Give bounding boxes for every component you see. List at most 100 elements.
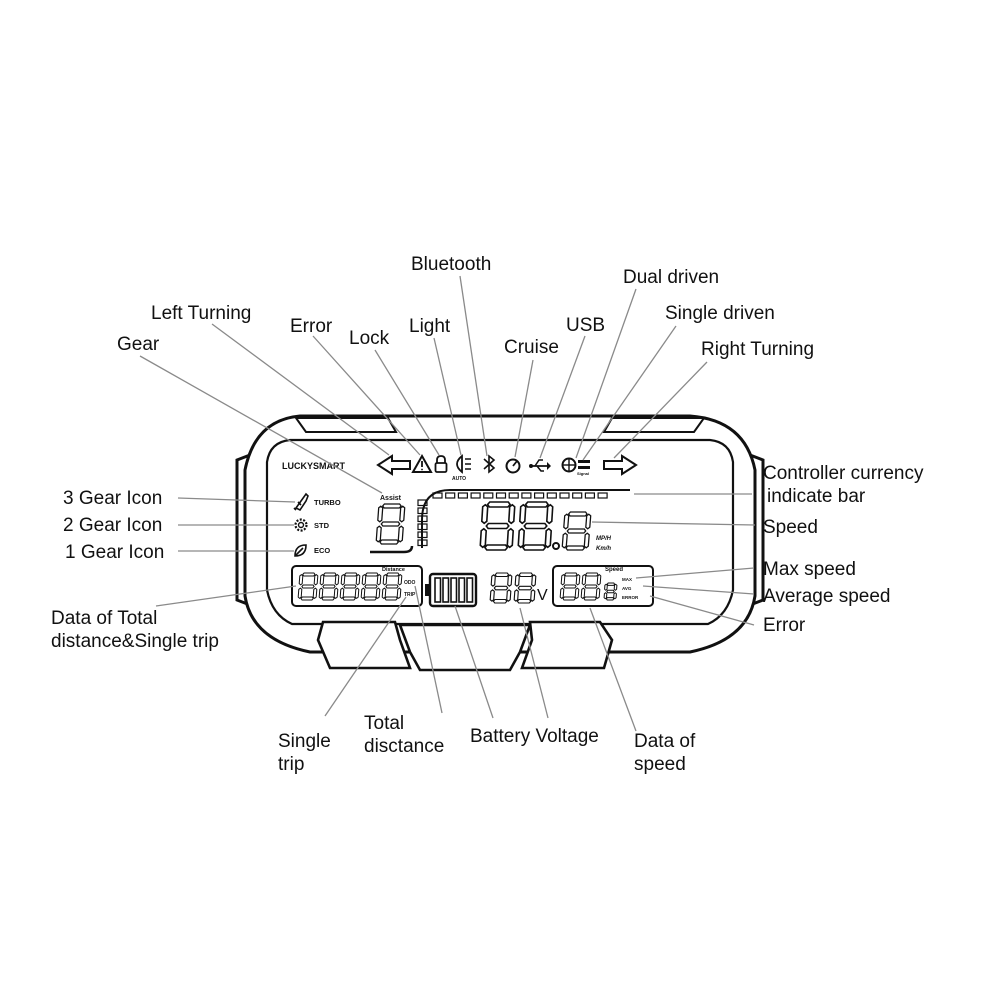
current-bar-segment xyxy=(572,492,583,499)
digit-segment xyxy=(563,513,570,530)
digit-segment xyxy=(513,589,519,602)
current-bar-segment xyxy=(417,523,428,531)
digit-segment xyxy=(563,584,577,589)
label-data-speed-2: speed xyxy=(634,754,686,775)
digit-segment xyxy=(319,573,325,586)
speed-digit-2 xyxy=(517,501,554,551)
digit-segment xyxy=(595,587,601,600)
digit-segment xyxy=(313,573,319,586)
digit-segment xyxy=(396,587,402,600)
assist-gear-digit xyxy=(375,503,406,545)
digit-segment xyxy=(361,573,367,586)
current-bar-segment xyxy=(417,531,428,539)
bluetooth-icon xyxy=(483,454,496,474)
label-total-dist-2: disctance xyxy=(364,736,444,757)
current-bar-segment xyxy=(597,492,608,499)
current-bar-segment xyxy=(508,492,519,499)
digit-segment xyxy=(340,573,346,586)
label-bluetooth: Bluetooth xyxy=(411,254,491,275)
gear-indicator-1: ECO xyxy=(294,544,330,557)
digit-segment xyxy=(523,522,548,530)
current-bar-segment xyxy=(417,515,428,523)
digit-segment xyxy=(575,573,581,586)
battery-icon xyxy=(425,572,478,608)
gear-indicator-3: TURBO xyxy=(293,492,341,512)
digit-segment xyxy=(514,574,520,587)
digit-segment xyxy=(312,587,318,600)
digit-segment xyxy=(318,587,324,600)
digit-segment xyxy=(376,573,382,586)
digit-segment xyxy=(489,589,495,602)
digit-segment xyxy=(343,584,357,589)
label-single-driven: Single driven xyxy=(665,303,775,324)
digit-segment xyxy=(363,596,377,601)
battery-cell xyxy=(458,577,466,603)
current-bar-segment xyxy=(495,492,507,499)
digit-segment xyxy=(384,596,398,601)
odometer-digit-3 xyxy=(339,572,361,601)
digit-segment xyxy=(492,598,508,604)
digit-segment xyxy=(333,587,339,600)
label-single-trip-1: Single xyxy=(278,731,331,752)
digit-segment xyxy=(530,589,536,602)
digit-segment xyxy=(506,589,512,602)
digit-segment xyxy=(583,596,597,601)
battery-cell xyxy=(466,577,474,603)
callout-labels: Bluetooth Dual driven Left Turning Singl… xyxy=(51,254,924,775)
digit-segment xyxy=(354,587,360,600)
gear-label-std: STD xyxy=(314,521,330,530)
odometer-digit-5 xyxy=(381,572,403,601)
digit-segment xyxy=(377,505,384,523)
leader-lines xyxy=(139,275,756,732)
label-data-total-1: Data of Total xyxy=(51,608,157,629)
label-usb: USB xyxy=(566,315,605,336)
label-speed: Speed xyxy=(763,517,818,538)
battery-cell xyxy=(450,577,458,603)
digit-segment xyxy=(381,503,402,509)
digit-segment xyxy=(559,587,565,600)
digit-segment xyxy=(483,544,509,551)
label-left-turning: Left Turning xyxy=(151,303,251,324)
dual-drive-icon xyxy=(561,457,577,473)
digit-segment xyxy=(521,544,547,551)
gear-indicator-2: STD xyxy=(294,518,330,532)
digit-segment xyxy=(379,539,400,545)
digit-segment xyxy=(524,501,550,508)
digit-segment xyxy=(584,584,598,589)
digit-segment xyxy=(399,505,406,523)
digit-segment xyxy=(596,573,602,586)
current-bar-segment xyxy=(584,492,596,499)
digit-segment xyxy=(298,573,304,586)
label-controller-2: indicate bar xyxy=(767,486,866,507)
battery-cell xyxy=(434,577,442,603)
warning-icon xyxy=(411,453,433,473)
digit-segment xyxy=(364,584,378,589)
digit-segment xyxy=(517,527,526,549)
digit-segment xyxy=(516,598,532,604)
digit-segment xyxy=(360,587,366,600)
digit-segment xyxy=(506,527,515,549)
headlight-icon xyxy=(456,454,471,474)
digit-segment xyxy=(613,592,617,600)
speed-unit-mph: MP/H xyxy=(596,536,612,542)
current-bar-segment xyxy=(559,492,570,499)
speed-unit-kmh: Km/h xyxy=(596,546,611,552)
label-lock: Lock xyxy=(349,328,390,349)
label-dual-driven: Dual driven xyxy=(623,267,719,288)
assist-bar-line xyxy=(370,545,414,554)
odometer-digit-4 xyxy=(360,572,382,601)
digit-segment xyxy=(561,532,568,549)
current-bar-segment xyxy=(470,492,481,499)
digit-segment xyxy=(397,525,404,543)
speed-decimal-point xyxy=(552,542,560,550)
digit-segment xyxy=(375,525,382,543)
current-bar-segment xyxy=(432,492,443,499)
current-bar-segment xyxy=(417,539,428,547)
digit-segment xyxy=(574,587,580,600)
battery-cell xyxy=(442,577,450,603)
digit-segment xyxy=(583,532,590,549)
display-housing xyxy=(235,414,765,672)
digit-segment xyxy=(344,572,358,577)
usb-icon xyxy=(529,459,551,472)
digit-segment xyxy=(485,522,510,530)
